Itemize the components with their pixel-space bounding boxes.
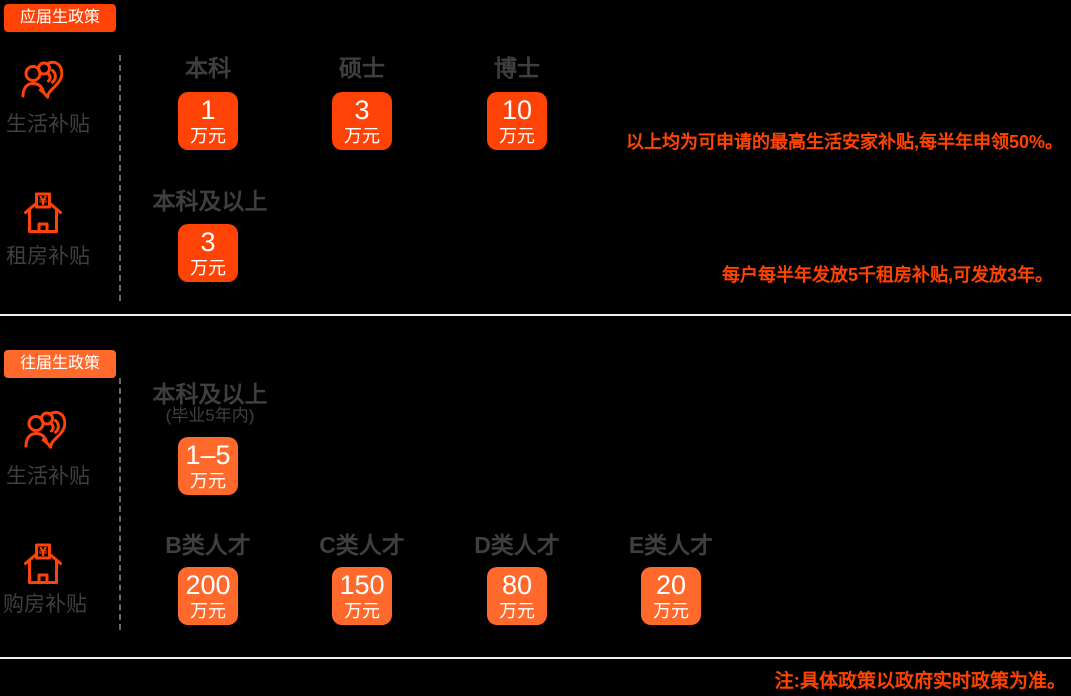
tile-value: 1: [200, 95, 216, 125]
tile-value: 80: [501, 570, 533, 600]
footnote: 注:具体政策以政府实时政策为准。: [774, 671, 1066, 692]
tile-unit: 万元: [190, 471, 226, 491]
column-header-talent-e: E类人才: [628, 532, 714, 558]
value-tile: 3 万元: [178, 224, 238, 282]
value-tile: 150 万元: [332, 567, 392, 625]
value-tile: 10 万元: [487, 92, 547, 150]
care-people-icon: [21, 60, 63, 99]
value-tile: 20 万元: [641, 567, 701, 625]
tile-value: 3: [354, 95, 370, 125]
tile-unit: 万元: [344, 601, 380, 621]
tile-value: 3: [200, 227, 216, 257]
column-subheader-within-5-years: (毕业5年内): [165, 406, 255, 425]
badge-fresh-graduate-policy: 应届生政策: [4, 4, 117, 32]
tile-value: 20: [655, 570, 687, 600]
column-header-bachelor-above: 本科及以上: [152, 381, 268, 407]
value-tile: 1 万元: [178, 92, 238, 150]
section-divider: [0, 314, 1071, 316]
tile-unit: 万元: [653, 601, 689, 621]
house-yuan-icon: ¥: [24, 192, 62, 233]
svg-text:¥: ¥: [39, 194, 48, 208]
tile-unit: 万元: [499, 126, 535, 146]
column-header-talent-c: C类人才: [319, 532, 405, 558]
tile-value: 1–5: [185, 440, 231, 470]
tile-value: 150: [339, 570, 385, 600]
house-yuan-icon: ¥: [24, 543, 62, 584]
tile-unit: 万元: [190, 126, 226, 146]
rent-subsidy-note: 每户每半年发放5千租房补贴,可发放3年。: [721, 265, 1053, 285]
column-header-phd: 博士: [494, 55, 540, 81]
tile-unit: 万元: [190, 601, 226, 621]
badge-previous-graduate-policy: 往届生政策: [4, 350, 117, 378]
column-header-bachelor-above: 本科及以上: [152, 188, 268, 214]
tile-value: 200: [185, 570, 231, 600]
column-header-talent-d: D类人才: [474, 532, 560, 558]
tile-unit: 万元: [190, 258, 226, 278]
value-tile: 1–5 万元: [178, 437, 238, 495]
value-tile: 200 万元: [178, 567, 238, 625]
dashed-separator: [119, 55, 121, 301]
value-tile: 80 万元: [487, 567, 547, 625]
living-subsidy-note: 以上均为可申请的最高生活安家补贴,每半年申领50%。: [625, 132, 1063, 152]
column-header-talent-b: B类人才: [165, 532, 251, 558]
section-label-living-subsidy: 生活补贴: [6, 113, 90, 136]
tile-unit: 万元: [344, 126, 380, 146]
section-label-home-purchase-subsidy: 购房补贴: [3, 593, 87, 616]
tile-unit: 万元: [499, 601, 535, 621]
column-header-bachelor: 本科: [185, 55, 231, 81]
section-label-rent-subsidy: 租房补贴: [6, 245, 90, 268]
svg-text:¥: ¥: [39, 545, 48, 559]
column-header-master: 硕士: [339, 55, 385, 81]
footer-divider: [0, 657, 1071, 659]
care-people-icon: [24, 410, 66, 449]
tile-value: 10: [501, 95, 533, 125]
dashed-separator: [119, 378, 121, 630]
value-tile: 3 万元: [332, 92, 392, 150]
section-label-living-subsidy: 生活补贴: [6, 465, 90, 488]
